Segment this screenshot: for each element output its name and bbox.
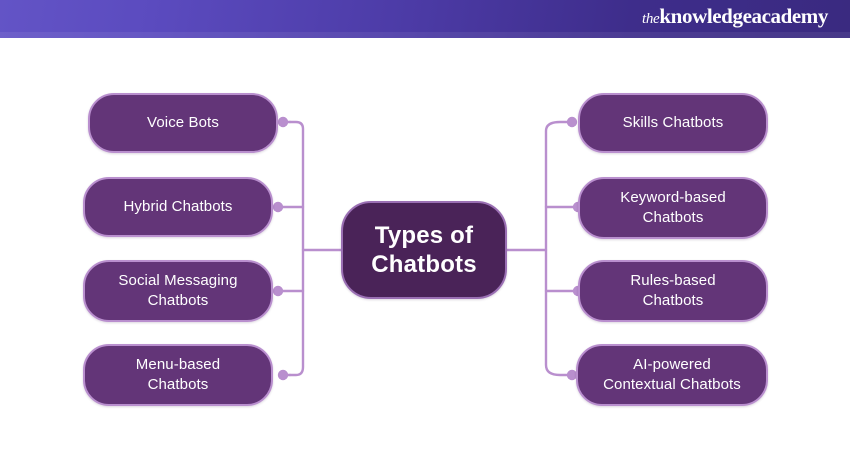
- node-label-line1: Skills Chatbots: [622, 114, 724, 132]
- node-label-line1: Keyword-based: [620, 189, 726, 207]
- brand-logo: theknowledgeacademy: [642, 6, 828, 27]
- brand-prefix-text: the: [641, 11, 660, 27]
- node-rules-based-chatbots[interactable]: Rules-based Chatbots: [578, 260, 768, 322]
- header-bar: theknowledgeacademy: [0, 0, 850, 38]
- node-label-line2: Chatbots: [147, 376, 209, 393]
- mindmap-diagram: Voice Bots Hybrid Chatbots Social Messag…: [0, 38, 850, 450]
- right-spine: [544, 120, 574, 377]
- node-keyword-based-chatbots[interactable]: Keyword-based Chatbots: [578, 177, 768, 239]
- node-label-line2: Chatbots: [642, 292, 704, 309]
- node-label: Keyword-based Chatbots: [620, 188, 726, 228]
- center-label-line1: Types of: [374, 221, 474, 249]
- center-node-label: Types of Chatbots: [371, 221, 477, 280]
- brand-name-text: knowledgeacademy: [659, 4, 828, 28]
- node-label-line1: Rules-based: [630, 272, 716, 290]
- node-label-line2: Contextual Chatbots: [603, 376, 741, 393]
- node-menu-based-chatbots[interactable]: Menu-based Chatbots: [83, 344, 273, 406]
- node-label: Rules-based Chatbots: [630, 271, 715, 311]
- dot-menu-based: [277, 369, 289, 381]
- node-label-line1: Voice Bots: [147, 114, 219, 132]
- connector-dots-right: [566, 116, 584, 381]
- node-label: AI-powered Contextual Chatbots: [603, 355, 741, 395]
- connector-layer: [272, 116, 584, 381]
- dot-voice-bots: [277, 116, 289, 128]
- node-voice-bots[interactable]: Voice Bots: [88, 93, 278, 153]
- node-label-line1: AI-powered: [633, 356, 711, 374]
- node-label: Voice Bots: [147, 113, 219, 133]
- node-ai-powered-contextual-chatbots[interactable]: AI-powered Contextual Chatbots: [576, 344, 768, 406]
- node-social-messaging-chatbots[interactable]: Social Messaging Chatbots: [83, 260, 273, 322]
- node-label-line2: Chatbots: [147, 292, 209, 309]
- left-spine: [288, 120, 305, 377]
- dot-social-messaging: [272, 285, 284, 297]
- node-hybrid-chatbots[interactable]: Hybrid Chatbots: [83, 177, 273, 237]
- node-label: Hybrid Chatbots: [123, 197, 232, 217]
- node-label-line1: Hybrid Chatbots: [123, 198, 233, 216]
- center-node-types-of-chatbots[interactable]: Types of Chatbots: [341, 201, 507, 299]
- node-label: Menu-based Chatbots: [136, 355, 220, 395]
- connector-dots-left: [272, 116, 289, 381]
- node-skills-chatbots[interactable]: Skills Chatbots: [578, 93, 768, 153]
- node-label: Skills Chatbots: [623, 113, 724, 133]
- node-label-line1: Menu-based: [135, 356, 221, 374]
- dot-ai-powered: [566, 369, 578, 381]
- dot-skills-chatbots: [566, 116, 578, 128]
- node-label-line1: Social Messaging: [118, 272, 238, 290]
- node-label-line2: Chatbots: [642, 209, 704, 226]
- center-label-line2: Chatbots: [371, 251, 477, 278]
- node-label: Social Messaging Chatbots: [118, 271, 237, 311]
- dot-hybrid-chatbots: [272, 201, 284, 213]
